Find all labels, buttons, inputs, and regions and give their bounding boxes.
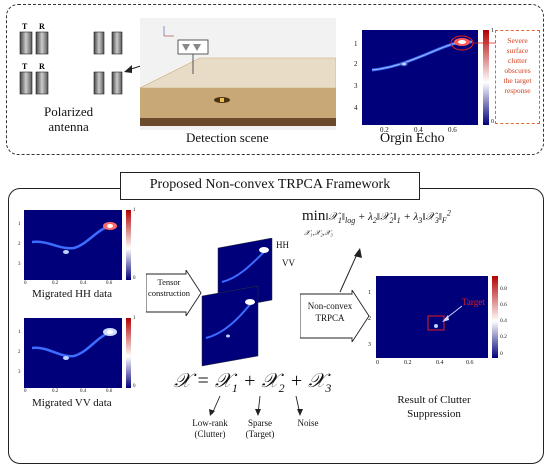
result-colorbar: [492, 276, 498, 358]
vv-x-tick-1: 0.2: [52, 389, 59, 394]
hh-colorbar: [126, 210, 131, 280]
result-cbar-tick-2: 0.4: [500, 318, 507, 324]
trpca-label: Non-convex TRPCA: [307, 301, 353, 323]
echo-y-tick-1: 1: [354, 40, 358, 48]
antenna-pair-3-icon: [19, 71, 49, 95]
antenna-caption: Polarized antenna: [44, 104, 94, 134]
echo-y-tick-2: 2: [354, 60, 358, 68]
echo-y-tick-3: 3: [354, 82, 358, 90]
scene-caption: Detection scene: [186, 130, 269, 145]
result-x-tick-2: 0.4: [436, 360, 444, 366]
objective-formula: min‖𝒳1‖log + λ2‖𝒳2‖1 + λ3‖𝒳3‖F2: [302, 208, 451, 226]
hh-x-tick-0: 0: [24, 281, 27, 286]
antenna-pair-1-icon: [19, 31, 49, 55]
vv-x-tick-0: 0: [24, 389, 27, 394]
echo-heatmap: [362, 30, 478, 125]
echo-caption: Orgin Echo: [380, 131, 445, 146]
hh-x-tick-1: 0.2: [52, 281, 59, 286]
result-heatmap: [376, 276, 488, 358]
echo-cbar-tick-0: 1: [491, 28, 494, 34]
hh-y-tick-1: 1: [18, 222, 21, 227]
polarized-antenna-diagram: T R T R: [19, 22, 123, 95]
antenna-pair-4-icon: [93, 71, 123, 95]
echo-x-tick-1: 0.2: [380, 126, 389, 134]
clutter-pointer: [450, 35, 496, 51]
clutter-note-box: [495, 30, 540, 124]
tensor-construction-label: Tensor construction: [147, 277, 191, 298]
result-cbar-tick-0: 0.8: [500, 286, 507, 292]
result-x-tick-1: 0.2: [404, 360, 412, 366]
vv-cbar-top: 1: [133, 316, 136, 321]
antenna-t-letter-2: T: [22, 62, 28, 71]
result-y-tick-1: 1: [368, 290, 371, 296]
hh-caption: Migrated HH data: [32, 288, 113, 300]
vv-cbar-bottom: 0: [133, 384, 136, 389]
result-cbar-tick-3: 0.2: [500, 334, 507, 340]
result-cbar-tick-1: 0.6: [500, 302, 507, 308]
result-caption: Result of Clutter Suppression: [397, 394, 471, 420]
vv-heatmap: [24, 318, 122, 388]
vv-y-tick-2: 2: [18, 350, 21, 355]
echo-y-tick-4: 4: [354, 104, 358, 112]
echo-colorbar: [483, 30, 489, 125]
vv-y-tick-1: 1: [18, 330, 21, 335]
clutter-note: Severe surface clutter obscures the targ…: [503, 36, 532, 95]
target-marker: [427, 305, 463, 331]
decomposition-equation: 𝒳 = 𝒳1 + 𝒳2 + 𝒳3: [174, 370, 332, 395]
result-y-tick-3: 3: [368, 342, 371, 348]
echo-cbar-tick-5: 0: [491, 119, 494, 125]
result-cbar-tick-4: 0: [500, 351, 503, 357]
hh-y-tick-2: 2: [18, 242, 21, 247]
echo-x-tick-3: 0.6: [448, 126, 457, 134]
vv-x-tick-2: 0.4: [80, 389, 87, 394]
vv-slice-label: VV: [282, 258, 295, 268]
result-y-tick-2: 2: [368, 316, 371, 322]
tensor-slices: [201, 238, 273, 367]
vv-caption: Migrated VV data: [32, 397, 112, 409]
vv-colorbar: [126, 318, 131, 388]
top-panel: [6, 4, 544, 155]
target-label: Target: [462, 297, 485, 307]
vv-x-tick-3: 0.6: [106, 389, 113, 394]
sparse-label: Sparse (Target): [245, 418, 275, 439]
objective-subscript: 𝒳₁,𝒳₂,𝒳₃: [304, 229, 333, 237]
trpca-arrow: [300, 290, 370, 342]
hh-slice-label: HH: [276, 240, 289, 250]
echo-x-tick-2: 0.4: [414, 126, 423, 134]
result-x-tick-0: 0: [376, 360, 379, 366]
hh-cbar-bottom: 0: [133, 276, 136, 281]
hh-heatmap: [24, 210, 122, 280]
vv-y-tick-3: 3: [18, 370, 21, 375]
low-rank-label: Low-rank (Clutter): [192, 418, 228, 439]
antenna-r-letter-2: R: [39, 62, 45, 71]
hh-cbar-top: 1: [133, 208, 136, 213]
antenna-r-letter-1: R: [39, 22, 45, 31]
antenna-pair-2-icon: [93, 31, 123, 55]
antenna-t-letter-1: T: [22, 22, 28, 31]
framework-title-box: [120, 172, 420, 200]
hh-x-tick-3: 0.6: [106, 281, 113, 286]
decomposition-arrows: [209, 395, 303, 416]
framework-title: Proposed Non-convex TRPCA Framework: [149, 177, 391, 192]
hh-y-tick-3: 3: [18, 262, 21, 267]
result-x-tick-3: 0.6: [466, 360, 474, 366]
tensor-construction-arrow: [146, 270, 202, 316]
noise-label: Noise: [297, 418, 319, 428]
hh-x-tick-2: 0.4: [80, 281, 87, 286]
formula-pointer-arrow: [339, 248, 362, 293]
detection-scene-illustration: [140, 18, 336, 130]
